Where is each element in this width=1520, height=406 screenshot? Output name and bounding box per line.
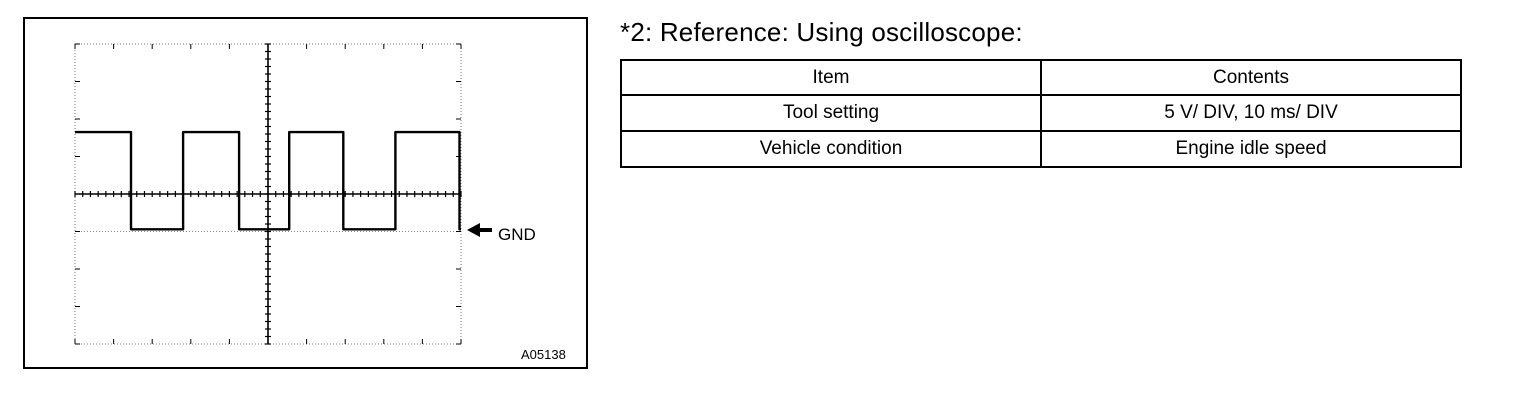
cell-vehicle-condition-value: Engine idle speed [1040,130,1462,168]
header-contents: Contents [1040,59,1462,96]
cell-tool-setting-label: Tool setting [620,94,1042,132]
gnd-label: GND [498,225,536,244]
cell-vehicle-condition-label: Vehicle condition [620,130,1042,168]
section-heading: *2: Reference: Using oscilloscope: [620,17,1023,47]
oscilloscope-figure: GND A05138 [23,17,588,369]
oscilloscope-graticule-ticks [74,43,462,345]
reference-table: Item Contents Tool setting 5 V/ DIV, 10 … [620,59,1462,168]
header-item: Item [620,59,1042,96]
figure-id: A05138 [521,347,566,362]
table-header-row: Item Contents [620,59,1462,96]
waveform-trace [75,130,461,231]
figure-frame [23,17,588,369]
cell-tool-setting-value: 5 V/ DIV, 10 ms/ DIV [1040,94,1462,132]
left-arrow-icon [467,223,492,237]
table-row: Vehicle condition Engine idle speed [620,130,1462,168]
table-row: Tool setting 5 V/ DIV, 10 ms/ DIV [620,94,1462,132]
